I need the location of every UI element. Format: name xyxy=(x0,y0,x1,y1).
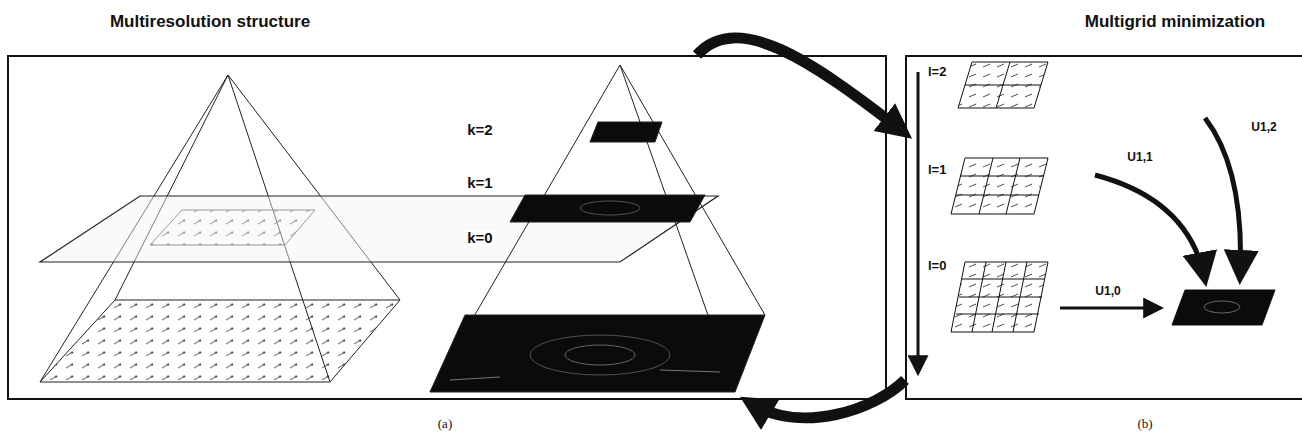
multigrid xyxy=(918,62,1275,372)
structure-panel: Multiresolution structure xyxy=(7,12,887,400)
minimization-panel: Multigrid minimization xyxy=(905,12,1302,400)
operator-label: U1,0 xyxy=(1093,285,1122,298)
grid-level-label: l=1 xyxy=(926,163,948,177)
subfigure-label: (a) xyxy=(436,417,454,431)
panel-frame xyxy=(905,55,1302,400)
operator-label: U1,2 xyxy=(1249,121,1278,134)
level-label: k=2 xyxy=(465,122,494,139)
slice-plane xyxy=(40,196,718,262)
operator-label: U1,1 xyxy=(1125,151,1154,164)
level-label: k=0 xyxy=(465,230,494,247)
grid-level-label: l=2 xyxy=(926,65,948,79)
subfigure-label: (b) xyxy=(1135,417,1154,431)
panel-frame xyxy=(7,55,887,400)
panel-title: Multigrid minimization xyxy=(1085,12,1265,32)
panel-title: Multiresolution structure xyxy=(110,12,310,32)
level-label: k=1 xyxy=(465,175,494,192)
transfer-arrow xyxy=(697,38,901,130)
grid-level-label: l=0 xyxy=(926,259,948,273)
right-pyramid xyxy=(430,65,765,392)
